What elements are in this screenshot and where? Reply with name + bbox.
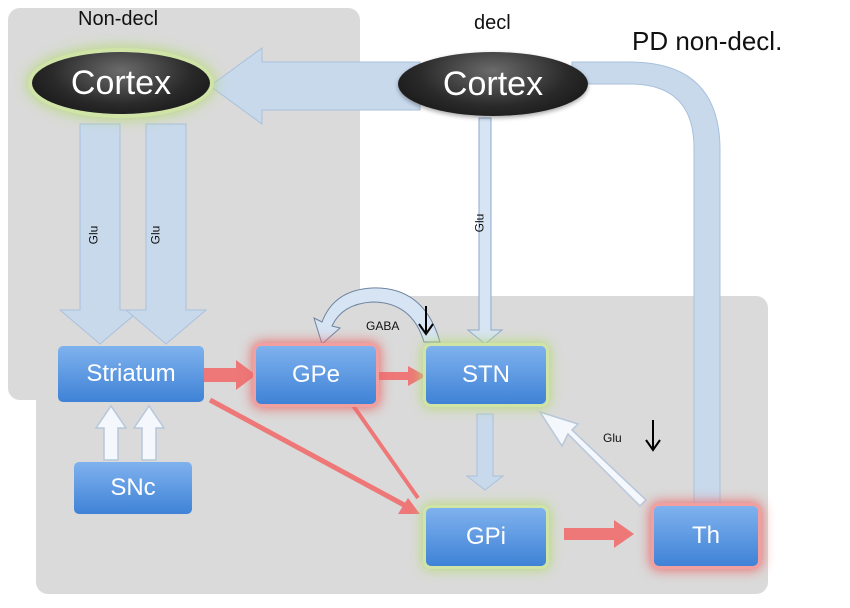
striatum-label: Striatum — [86, 360, 176, 387]
gpe-to-stn-arrow — [376, 366, 426, 386]
glu-label-cortex-striatum-1: Glu — [86, 225, 101, 245]
th-label: Th — [691, 522, 720, 549]
glu-label-cortex-striatum-2: Glu — [148, 225, 163, 245]
snc-to-striatum-arrow-1 — [94, 404, 128, 461]
gpe-to-gpi-line — [350, 402, 420, 500]
cortex-to-stn-arrow — [466, 117, 504, 345]
stn-node: STN — [426, 346, 546, 404]
striatum-to-gpi-line — [208, 397, 408, 509]
stn-to-gpi-arrow — [465, 413, 505, 491]
diagram-title: PD non-decl. — [632, 26, 783, 56]
cortex-nondecl-node: Cortex — [32, 52, 210, 114]
striatum-to-gpi-head — [398, 498, 420, 514]
basal-ganglia-panel — [36, 296, 768, 594]
gpe-label: GPe — [291, 361, 341, 388]
striatum-node: Striatum — [58, 346, 204, 402]
th-to-cortex-path — [209, 47, 721, 505]
stn-to-gpe-curve-arrow — [313, 287, 441, 345]
gpe-node: GPe — [256, 346, 376, 404]
glu-decrease-arrow — [645, 420, 661, 452]
stn-label: STN — [462, 361, 510, 388]
non-declarative-label: Non-decl — [78, 8, 159, 30]
gpi-to-th-arrow — [564, 520, 634, 548]
snc-label: SNc — [110, 474, 156, 501]
gpi-label: GPi — [465, 523, 506, 550]
snc-node: SNc — [74, 462, 192, 514]
th-to-stn-arrow — [538, 410, 648, 508]
cortex-nondecl-label: Cortex — [70, 63, 172, 102]
striatum-to-gpe-arrow — [204, 360, 256, 390]
gaba-decrease-arrow — [418, 306, 434, 336]
declarative-label: decl — [474, 12, 511, 34]
glu-label-th-stn: Glu — [603, 431, 622, 445]
gpi-node: GPi — [426, 508, 546, 566]
cortex-to-striatum-arrow-1 — [58, 123, 142, 345]
cortex-decl-node: Cortex — [398, 52, 588, 116]
cortex-to-striatum-arrow-2 — [124, 123, 208, 345]
th-node: Th — [654, 506, 758, 566]
snc-to-striatum-arrow-2 — [132, 404, 166, 461]
glu-label-cortex-stn: Glu — [472, 213, 487, 233]
cortex-decl-label: Cortex — [442, 64, 544, 103]
gaba-label: GABA — [366, 319, 400, 333]
